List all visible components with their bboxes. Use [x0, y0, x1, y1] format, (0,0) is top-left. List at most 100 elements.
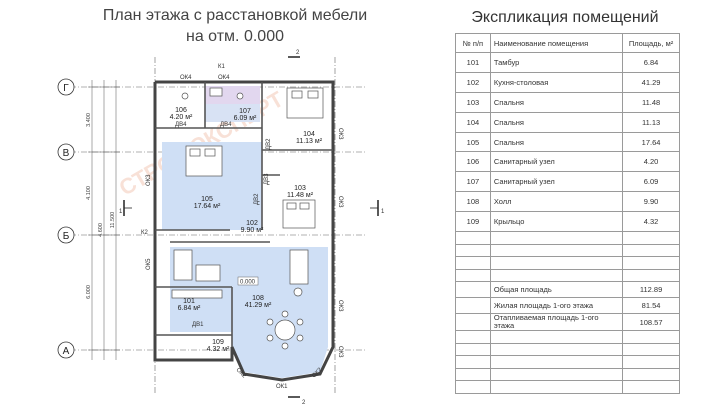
- empty-row: [455, 256, 680, 270]
- empty-row: [455, 380, 680, 394]
- row-area: 6.84: [622, 52, 680, 73]
- total-name: Общая площадь: [489, 281, 624, 299]
- total-area: 112.89: [622, 281, 680, 299]
- total-name: Жилая площадь 1-ого этажа: [489, 297, 624, 315]
- dim-6000: 6.000: [86, 285, 92, 299]
- dim-4100: 4.100: [86, 186, 92, 200]
- row-area: 4.20: [622, 151, 680, 173]
- dim-4600: 4.600: [98, 223, 104, 237]
- row-num: 103: [455, 91, 491, 113]
- furniture: [171, 87, 324, 350]
- level-mark-label: 0.000: [240, 280, 256, 286]
- door-dv2-2: ДВ2: [254, 193, 260, 205]
- sofa: [289, 249, 309, 285]
- header-num: № п/п: [455, 33, 491, 53]
- row-area: 6.09: [622, 171, 680, 193]
- total-name: Отапливаемая площадь 1-ого этажа: [489, 313, 624, 332]
- room-108-num: 108: [252, 295, 264, 302]
- total-area: 108.57: [622, 313, 680, 332]
- door-dv1: ДВ1: [192, 322, 204, 328]
- row-num: 101: [455, 52, 491, 73]
- room-108-area: 41.29 м²: [245, 302, 272, 309]
- row-name: Спальня: [489, 91, 624, 113]
- empty-row: [455, 243, 680, 257]
- floor-plan: СТРОЙ ЭКСПЕРТ Г В Б А 3.400 4.100 4.600 …: [57, 50, 385, 406]
- row-num: 107: [455, 171, 491, 193]
- row-num: 108: [455, 191, 491, 213]
- total-area: 81.54: [622, 297, 680, 315]
- row-name: Холл: [489, 191, 624, 213]
- level-mark: [237, 276, 259, 286]
- window-ok1: ОК1: [276, 384, 288, 390]
- room-labels: 106 4.20 м² 107 6.09 м² 104 11.13 м² 105…: [170, 107, 323, 353]
- room-105-area: 17.64 м²: [194, 203, 221, 210]
- dining-table: [274, 319, 296, 341]
- empty-row: [455, 330, 680, 344]
- room-102-num: 102: [246, 220, 258, 227]
- row-num: 102: [455, 71, 491, 93]
- window-ok3-4: ОК3: [337, 300, 343, 312]
- window-ok3-2: ОК3: [337, 196, 343, 208]
- kitchen-island: [195, 264, 221, 282]
- row-name: Спальня: [489, 111, 624, 133]
- room-107-area: 6.09 м²: [234, 115, 257, 122]
- row-num: 106: [455, 151, 491, 173]
- window-ok3-3: ОК3: [146, 174, 152, 186]
- row-name: Крыльцо: [489, 211, 624, 233]
- dimension-lines: [88, 80, 120, 360]
- axis-b-label: Б: [63, 231, 70, 242]
- room-109-area: 4.32 м²: [207, 346, 230, 353]
- room-101-num: 101: [183, 298, 195, 305]
- row-name: Кухня-столовая: [489, 71, 624, 93]
- window-ok5: ОК5: [146, 258, 152, 270]
- tag-k2: К2: [141, 230, 148, 236]
- empty-row: [455, 342, 680, 356]
- row-area: 4.32: [622, 211, 680, 233]
- row-name: Санитарный узел: [489, 171, 624, 193]
- row-num: 109: [455, 211, 491, 233]
- window-ok4-2: ОК4: [218, 75, 230, 81]
- interior-walls: [155, 82, 333, 347]
- window-ok4-1: ОК4: [180, 75, 192, 81]
- row-area: 17.64: [622, 131, 680, 153]
- kitchen-counter: [173, 249, 193, 281]
- window-ok3-1: ОК3: [337, 128, 343, 140]
- room-103-area: 11.48 м²: [287, 192, 314, 199]
- opening-tags: ОК4 ОК4 ОК3 ОК3 ОК3 ОК5 ОК3 ОК2 ОК1 ОК2 …: [141, 64, 343, 390]
- header-area: Площадь, м²: [622, 33, 680, 53]
- row-num: 104: [455, 111, 491, 133]
- explication-title: Экспликация помещений: [471, 9, 659, 26]
- bathtub: [209, 87, 223, 97]
- row-area: 11.13: [622, 111, 680, 133]
- door-dv2-1: ДВ2: [266, 138, 272, 150]
- section-marks: 1 1 2 2: [119, 50, 385, 406]
- section-mark-left: 1: [119, 209, 123, 215]
- empty-row: [455, 231, 680, 245]
- row-num: 105: [455, 131, 491, 153]
- room-101-area: 6.84 м²: [178, 305, 201, 312]
- row-area: 11.48: [622, 91, 680, 113]
- row-name: Спальня: [489, 131, 624, 153]
- table-header-row: № п/п Наименование помещения Площадь, м²: [455, 33, 680, 53]
- dim-11500: 11.500: [110, 212, 116, 228]
- room-104-num: 104: [303, 131, 315, 138]
- section-mark-top: 2: [296, 50, 300, 56]
- room-102-area: 9.90 м²: [241, 227, 264, 234]
- entry-bench: [171, 289, 223, 299]
- walls: [153, 80, 335, 382]
- room-106-num: 106: [175, 107, 187, 114]
- plan-subtitle: на отм. 0.000: [186, 28, 284, 45]
- section-mark-right: 1: [381, 209, 385, 215]
- door-dv4-1: ДВ4: [175, 122, 187, 128]
- empty-row: [455, 367, 680, 381]
